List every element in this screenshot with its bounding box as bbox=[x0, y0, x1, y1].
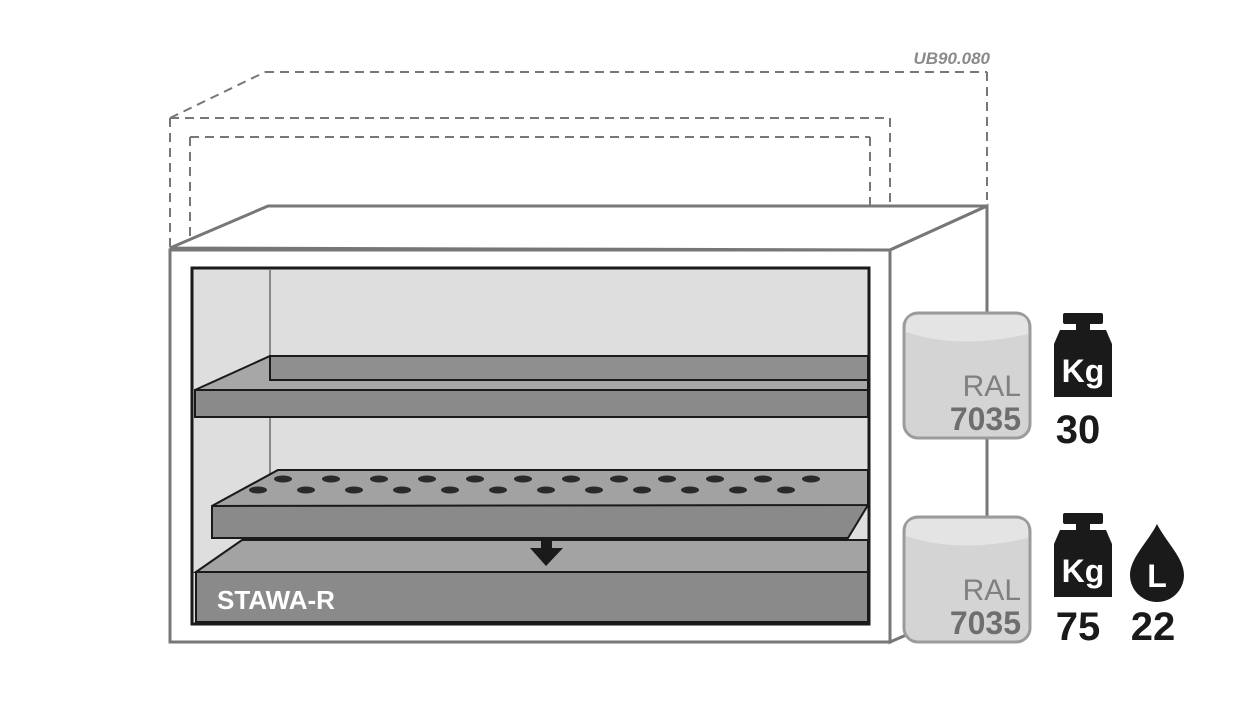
insert-hole bbox=[322, 475, 340, 483]
weight-icon bbox=[1054, 313, 1112, 397]
insert-hole bbox=[754, 475, 772, 483]
insert-hole bbox=[514, 475, 532, 483]
volume-unit: L bbox=[1147, 558, 1167, 594]
arrow-down-icon bbox=[530, 538, 563, 566]
shelf-load-indicator: Kg 30 bbox=[1054, 313, 1112, 452]
insert-hole bbox=[562, 475, 580, 483]
insert-hole bbox=[370, 475, 388, 483]
bottom-volume-value: 22 bbox=[1131, 605, 1176, 649]
insert-hole bbox=[345, 486, 363, 494]
insert-hole bbox=[681, 486, 699, 494]
model-code-label: UB90.080 bbox=[913, 49, 990, 68]
insert-hole bbox=[441, 486, 459, 494]
ral-badge-upper: RAL 7035 bbox=[902, 311, 1032, 440]
insert-hole bbox=[777, 486, 795, 494]
insert-hole bbox=[537, 486, 555, 494]
insert-hole bbox=[274, 475, 292, 483]
insert-hole bbox=[585, 486, 603, 494]
insert-hole bbox=[729, 486, 747, 494]
insert-hole bbox=[802, 475, 820, 483]
weight-unit: Kg bbox=[1062, 353, 1105, 389]
perforated-insert bbox=[211, 469, 869, 539]
shelf-load-value: 30 bbox=[1056, 408, 1101, 452]
insert-hole bbox=[393, 486, 411, 494]
insert-hole bbox=[633, 486, 651, 494]
bottom-sump-tray: STAWA-R bbox=[192, 539, 869, 623]
insert-hole bbox=[610, 475, 628, 483]
tray-label: STAWA-R bbox=[217, 585, 335, 615]
ral-code: 7035 bbox=[950, 401, 1021, 437]
insert-holes bbox=[249, 475, 820, 494]
ral-code: 7035 bbox=[950, 605, 1021, 641]
bottom-volume-indicator: L 22 bbox=[1130, 524, 1184, 649]
insert-hole bbox=[297, 486, 315, 494]
insert-hole bbox=[418, 475, 436, 483]
bottom-load-indicator: Kg 75 bbox=[1054, 513, 1112, 649]
ral-label: RAL bbox=[963, 370, 1021, 403]
ral-label: RAL bbox=[963, 574, 1021, 607]
weight-unit: Kg bbox=[1062, 553, 1105, 589]
insert-hole bbox=[466, 475, 484, 483]
weight-icon bbox=[1054, 513, 1112, 597]
ral-badge-lower: RAL 7035 bbox=[902, 515, 1032, 644]
insert-hole bbox=[489, 486, 507, 494]
shelf-tray bbox=[194, 355, 869, 418]
insert-hole bbox=[249, 486, 267, 494]
drop-icon bbox=[1130, 524, 1184, 602]
insert-hole bbox=[658, 475, 676, 483]
bottom-load-value: 75 bbox=[1056, 605, 1101, 649]
insert-hole bbox=[706, 475, 724, 483]
